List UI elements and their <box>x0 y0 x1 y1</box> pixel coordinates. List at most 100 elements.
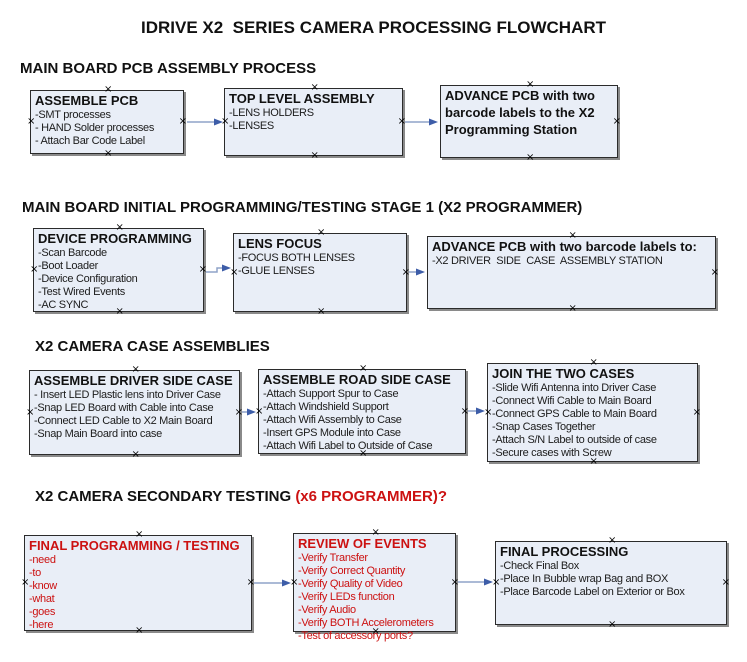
connection-point-icon <box>359 449 367 459</box>
box-line: -Verify Quality of Video <box>298 578 403 590</box>
flow-box-final-processing: FINAL PROCESSING -Check Final Box -Place… <box>495 541 727 625</box>
flow-box-advance-pcb-programming-station: ADVANCE PCB with two barcode labels to t… <box>440 85 618 158</box>
connection-point-icon <box>132 450 140 460</box>
box-line: -SMT processes <box>35 109 111 121</box>
box-line: -Test of accessory ports? <box>298 630 413 642</box>
arrow-r2-a-to-b <box>206 264 231 273</box>
box-line: -Insert GPS Module into Case <box>263 427 401 439</box>
box-line: -Device Configuration <box>38 273 138 285</box>
connection-point-icon <box>230 268 238 278</box>
connection-point-icon <box>116 307 124 317</box>
box-title: ASSEMBLE ROAD SIDE CASE <box>263 372 451 387</box>
connection-point-icon <box>359 364 367 374</box>
box-line: -Snap Cases Together <box>492 421 596 433</box>
box-line: -AC SYNC <box>38 299 89 311</box>
connection-point-icon <box>590 358 598 368</box>
box-line: - Insert LED Plastic lens into Driver Ca… <box>34 389 221 401</box>
connection-point-icon <box>116 223 124 233</box>
connection-point-icon <box>590 457 598 467</box>
box-line: - HAND Solder processes <box>35 122 155 134</box>
flow-box-assemble-pcb: ASSEMBLE PCB -SMT processes - HAND Solde… <box>30 90 184 154</box>
box-line: -Verify Correct Quantity <box>298 565 406 577</box>
box-line: -X2 DRIVER SIDE CASE ASSEMBLY STATION <box>432 255 663 267</box>
connection-point-icon <box>221 117 229 127</box>
box-title: FINAL PROCESSING <box>500 544 629 559</box>
connection-point-icon <box>569 231 577 241</box>
box-line: -Connect Wifi Cable to Main Board <box>492 395 652 407</box>
box-line: -know <box>29 580 57 592</box>
connection-point-icon <box>132 365 140 375</box>
connection-point-icon <box>21 578 29 588</box>
box-line: -Snap LED Board with Cable into Case <box>34 402 214 414</box>
connection-point-icon <box>290 578 298 588</box>
box-line: -here <box>29 619 54 631</box>
connection-point-icon <box>398 117 406 127</box>
box-line: -Check Final Box <box>500 560 579 572</box>
connection-point-icon <box>526 153 534 163</box>
box-line: -FOCUS BOTH LENSES <box>238 252 355 264</box>
connection-point-icon <box>235 408 243 418</box>
page-title: IDRIVE X2 SERIES CAMERA PROCESSING FLOWC… <box>140 18 607 37</box>
connection-point-icon <box>27 117 35 127</box>
connection-point-icon <box>104 85 112 95</box>
section-heading-case-assemblies: X2 CAMERA CASE ASSEMBLIES <box>35 338 270 355</box>
box-line: -LENS HOLDERS <box>229 107 314 119</box>
connection-point-icon <box>451 578 459 588</box>
flow-box-join-the-two-cases: JOIN THE TWO CASES -Slide Wifi Antenna i… <box>487 363 698 462</box>
box-line: -goes <box>29 606 56 618</box>
box-title: ASSEMBLE PCB <box>35 93 139 108</box>
box-line: -Secure cases with Screw <box>492 447 612 459</box>
connection-point-icon <box>613 117 621 127</box>
box-line: -Verify LEDs function <box>298 591 395 603</box>
flow-box-assemble-road-side-case: ASSEMBLE ROAD SIDE CASE -Attach Support … <box>258 369 466 454</box>
connection-point-icon <box>317 228 325 238</box>
connection-point-icon <box>608 620 616 630</box>
connection-point-icon <box>135 530 143 540</box>
connection-point-icon <box>372 627 380 637</box>
connection-point-icon <box>30 265 38 275</box>
box-title: LENS FOCUS <box>238 236 322 251</box>
section-heading-black-part: X2 CAMERA SECONDARY TESTING <box>35 488 296 505</box>
box-title: ADVANCE PCB with two barcode labels to t… <box>445 88 599 137</box>
box-line: -what <box>29 593 55 605</box>
connection-point-icon <box>135 626 143 636</box>
box-title: ADVANCE PCB with two barcode labels to: <box>432 239 697 254</box>
flow-box-final-programming-testing: FINAL PROGRAMMING / TESTING -need -to -k… <box>24 535 252 631</box>
box-line: -Attach Wifi Assembly to Case <box>263 414 402 426</box>
box-line: -Attach Windshield Support <box>263 401 389 413</box>
box-line: -Slide Wifi Antenna into Driver Case <box>492 382 657 394</box>
connection-point-icon <box>722 578 730 588</box>
connection-point-icon <box>402 268 410 278</box>
section-heading-secondary-testing: X2 CAMERA SECONDARY TESTING (x6 PROGRAMM… <box>35 488 447 505</box>
connection-point-icon <box>711 268 719 278</box>
flow-box-device-programming: DEVICE PROGRAMMING -Scan Barcode -Boot L… <box>33 228 204 312</box>
connection-point-icon <box>526 80 534 90</box>
box-title: JOIN THE TWO CASES <box>492 366 635 381</box>
box-line: -Attach Wifi Label to Outside of Case <box>263 440 433 452</box>
connection-point-icon <box>484 408 492 418</box>
box-line: -GLUE LENSES <box>238 265 315 277</box>
box-line: -need <box>29 554 56 566</box>
section-heading-red-part: (x6 PROGRAMMER)? <box>295 488 447 505</box>
flow-box-lens-focus: LENS FOCUS -FOCUS BOTH LENSES -GLUE LENS… <box>233 233 407 312</box>
box-title: ASSEMBLE DRIVER SIDE CASE <box>34 373 233 388</box>
connection-point-icon <box>372 528 380 538</box>
box-line: -Attach S/N Label to outside of case <box>492 434 657 446</box>
box-title: REVIEW OF EVENTS <box>298 536 427 551</box>
box-line: -Verify Audio <box>298 604 356 616</box>
connection-point-icon <box>255 407 263 417</box>
box-line: -Place Barcode Label on Exterior or Box <box>500 586 685 598</box>
connection-point-icon <box>693 408 701 418</box>
connection-point-icon <box>247 578 255 588</box>
box-title: TOP LEVEL ASSEMBLY <box>229 91 375 106</box>
connection-point-icon <box>461 407 469 417</box>
connection-point-icon <box>492 578 500 588</box>
flow-box-review-of-events: REVIEW OF EVENTS -Verify Transfer -Verif… <box>290 533 459 642</box>
box-title: DEVICE PROGRAMMING <box>38 231 192 246</box>
box-line: -Connect LED Cable to X2 Main Board <box>34 415 213 427</box>
box-line: -Test Wired Events <box>38 286 125 298</box>
box-line: -Boot Loader <box>38 260 98 272</box>
box-line: -Scan Barcode <box>38 247 107 259</box>
connection-point-icon <box>608 536 616 546</box>
